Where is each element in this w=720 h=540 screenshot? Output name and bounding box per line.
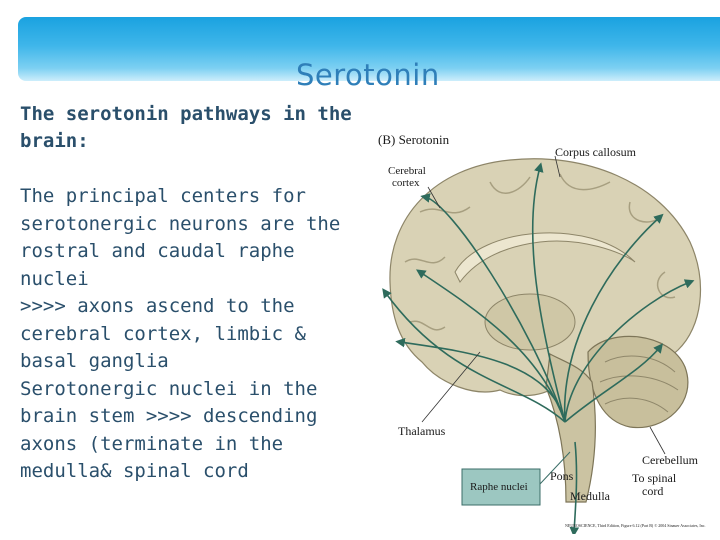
cerebellum-folia	[599, 355, 679, 413]
serotonin-pathways	[382, 162, 695, 534]
body-paragraph: The principal centers for serotonergic n…	[20, 185, 341, 290]
label-to-spinal: To spinal	[632, 471, 677, 485]
slide-title: Serotonin	[296, 58, 440, 92]
label-cerebral: Cerebral	[388, 165, 426, 177]
brainstem-shape	[545, 353, 596, 503]
lead-text: The serotonin pathways in the brain:	[20, 103, 352, 152]
corpus-callosum-shape	[454, 232, 636, 283]
label-corpus-callosum: Corpus callosum	[555, 145, 637, 159]
label-raphe-nuclei: Raphe nuclei	[470, 481, 528, 493]
brain-figure: (B) Serotonin Corpus callosum Cerebral c…	[378, 132, 706, 534]
raphe-nuclei-box	[461, 468, 541, 506]
figure-credit: NEUROSCIENCE, Third Edition, Figure 6.12…	[565, 523, 706, 529]
label-thalamus: Thalamus	[398, 424, 446, 438]
thalamus-shape	[484, 293, 576, 351]
label-cortex: cortex	[392, 177, 420, 189]
label-pons: Pons	[550, 469, 574, 483]
raphe-leader	[539, 451, 571, 485]
body-text: The principal centers for serotonergic n…	[20, 183, 365, 486]
label-leaders	[421, 155, 666, 455]
label-cord: cord	[642, 484, 663, 498]
body-paragraph: >>>> axons ascend to the cerebral cortex…	[20, 295, 306, 372]
panel-label: (B) Serotonin	[378, 132, 450, 147]
body-paragraph: Serotonergic nuclei in the brain stem >>…	[20, 377, 318, 483]
label-medulla: Medulla	[570, 489, 611, 503]
title-banner	[18, 17, 720, 81]
label-cerebellum: Cerebellum	[642, 453, 699, 467]
